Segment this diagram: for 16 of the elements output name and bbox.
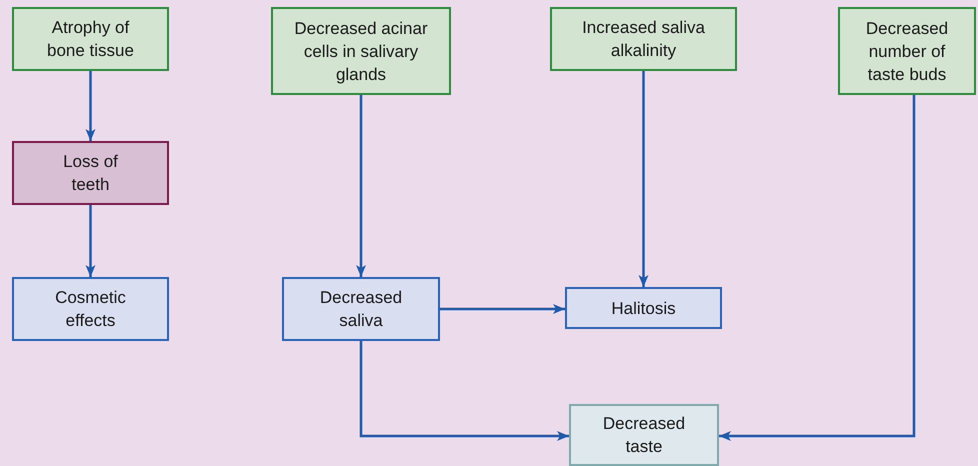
process-box: Cosmetic effects <box>12 277 169 341</box>
arrow <box>360 341 569 441</box>
process-box: Loss of teeth <box>12 141 169 205</box>
process-box: Decreased number of taste buds <box>838 7 976 95</box>
process-box: Increased saliva alkalinity <box>550 7 737 71</box>
process-box: Decreased taste <box>569 404 719 466</box>
arrow <box>719 95 916 441</box>
process-box: Atrophy of bone tissue <box>12 7 169 71</box>
process-box: Decreased saliva <box>282 277 440 341</box>
process-box: Decreased acinar cells in salivary glands <box>271 7 451 95</box>
arrow <box>86 71 96 141</box>
process-box: Halitosis <box>565 287 722 329</box>
arrow <box>638 71 648 287</box>
arrow <box>440 304 565 314</box>
arrow <box>86 205 96 277</box>
arrow <box>356 95 366 277</box>
